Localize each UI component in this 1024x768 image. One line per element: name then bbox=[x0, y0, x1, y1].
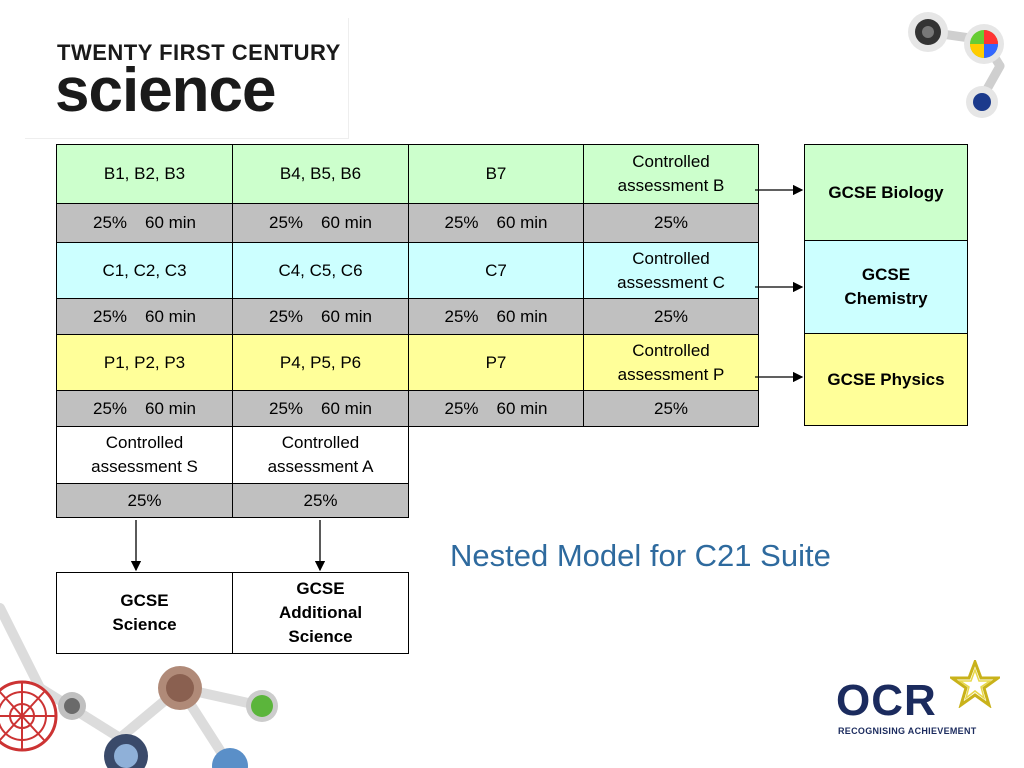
weight-time: 60 min bbox=[496, 306, 548, 326]
weight-time: 60 min bbox=[320, 213, 373, 232]
star-icon bbox=[950, 660, 1000, 708]
weight-pct: 25% bbox=[444, 398, 479, 418]
unit-cell-c1: C1, C2, C3 bbox=[56, 242, 233, 299]
qualification-science: GCSE Science bbox=[56, 572, 233, 654]
weight-cell: 25% 60 min bbox=[232, 390, 409, 427]
assessment-weight-cell: 25% bbox=[232, 483, 409, 518]
weight-pct: 25% bbox=[268, 213, 304, 232]
assessment-cell-b: Controlled assessment B bbox=[583, 144, 759, 204]
weight-pct: 25% bbox=[92, 398, 128, 418]
weight-cell: 25% 60 min bbox=[408, 390, 584, 427]
weight-cell: 25% 60 min bbox=[408, 203, 584, 243]
molecule-graphic-bottom bbox=[0, 603, 278, 768]
logo-line1: TWENTY FIRST CENTURY bbox=[57, 40, 341, 65]
ocr-logo: OCR bbox=[836, 676, 937, 725]
weight-time: 60 min bbox=[320, 398, 373, 418]
qualification-chemistry: GCSE Chemistry bbox=[804, 240, 968, 334]
qualification-biology: GCSE Biology bbox=[804, 144, 968, 241]
weight-cell: 25% 60 min bbox=[232, 203, 409, 243]
weight-pct: 25% bbox=[268, 398, 304, 418]
weight-time: 60 min bbox=[496, 398, 548, 418]
unit-cell-c4: C4, C5, C6 bbox=[232, 242, 409, 299]
weight-time: 60 min bbox=[144, 398, 197, 418]
unit-cell-c7: C7 bbox=[408, 242, 584, 299]
unit-cell-p1: P1, P2, P3 bbox=[56, 334, 233, 391]
logo-line2: science bbox=[55, 56, 277, 125]
assessment-weight-cell: 25% bbox=[583, 298, 759, 335]
assessment-weight-cell: 25% bbox=[583, 390, 759, 427]
qualification-additional-science: GCSE Additional Science bbox=[232, 572, 409, 654]
molecule-graphic bbox=[908, 12, 1005, 118]
slide-title: Nested Model for C21 Suite bbox=[450, 538, 831, 573]
assessment-weight-cell: 25% bbox=[56, 483, 233, 518]
weight-pct: 25% bbox=[92, 213, 128, 232]
weight-pct: 25% bbox=[92, 306, 128, 326]
weight-time: 60 min bbox=[144, 306, 197, 326]
weight-time: 60 min bbox=[496, 213, 548, 232]
qualification-physics: GCSE Physics bbox=[804, 333, 968, 426]
unit-cell-b4: B4, B5, B6 bbox=[232, 144, 409, 204]
weight-pct: 25% bbox=[444, 306, 479, 326]
unit-cell-b7: B7 bbox=[408, 144, 584, 204]
weight-time: 60 min bbox=[144, 213, 197, 232]
weight-time: 60 min bbox=[320, 306, 373, 326]
weight-pct: 25% bbox=[444, 213, 479, 232]
logo bbox=[25, 18, 349, 139]
unit-cell-b1: B1, B2, B3 bbox=[56, 144, 233, 204]
weight-cell: 25% 60 min bbox=[56, 203, 233, 243]
ocr-tagline: RECOGNISING ACHIEVEMENT bbox=[838, 726, 977, 736]
assessment-cell-p: Controlled assessment P bbox=[583, 334, 759, 391]
assessment-cell-c: Controlled assessment C bbox=[583, 242, 759, 299]
weight-pct: 25% bbox=[268, 306, 304, 326]
unit-cell-p4: P4, P5, P6 bbox=[232, 334, 409, 391]
weight-cell: 25% 60 min bbox=[408, 298, 584, 335]
